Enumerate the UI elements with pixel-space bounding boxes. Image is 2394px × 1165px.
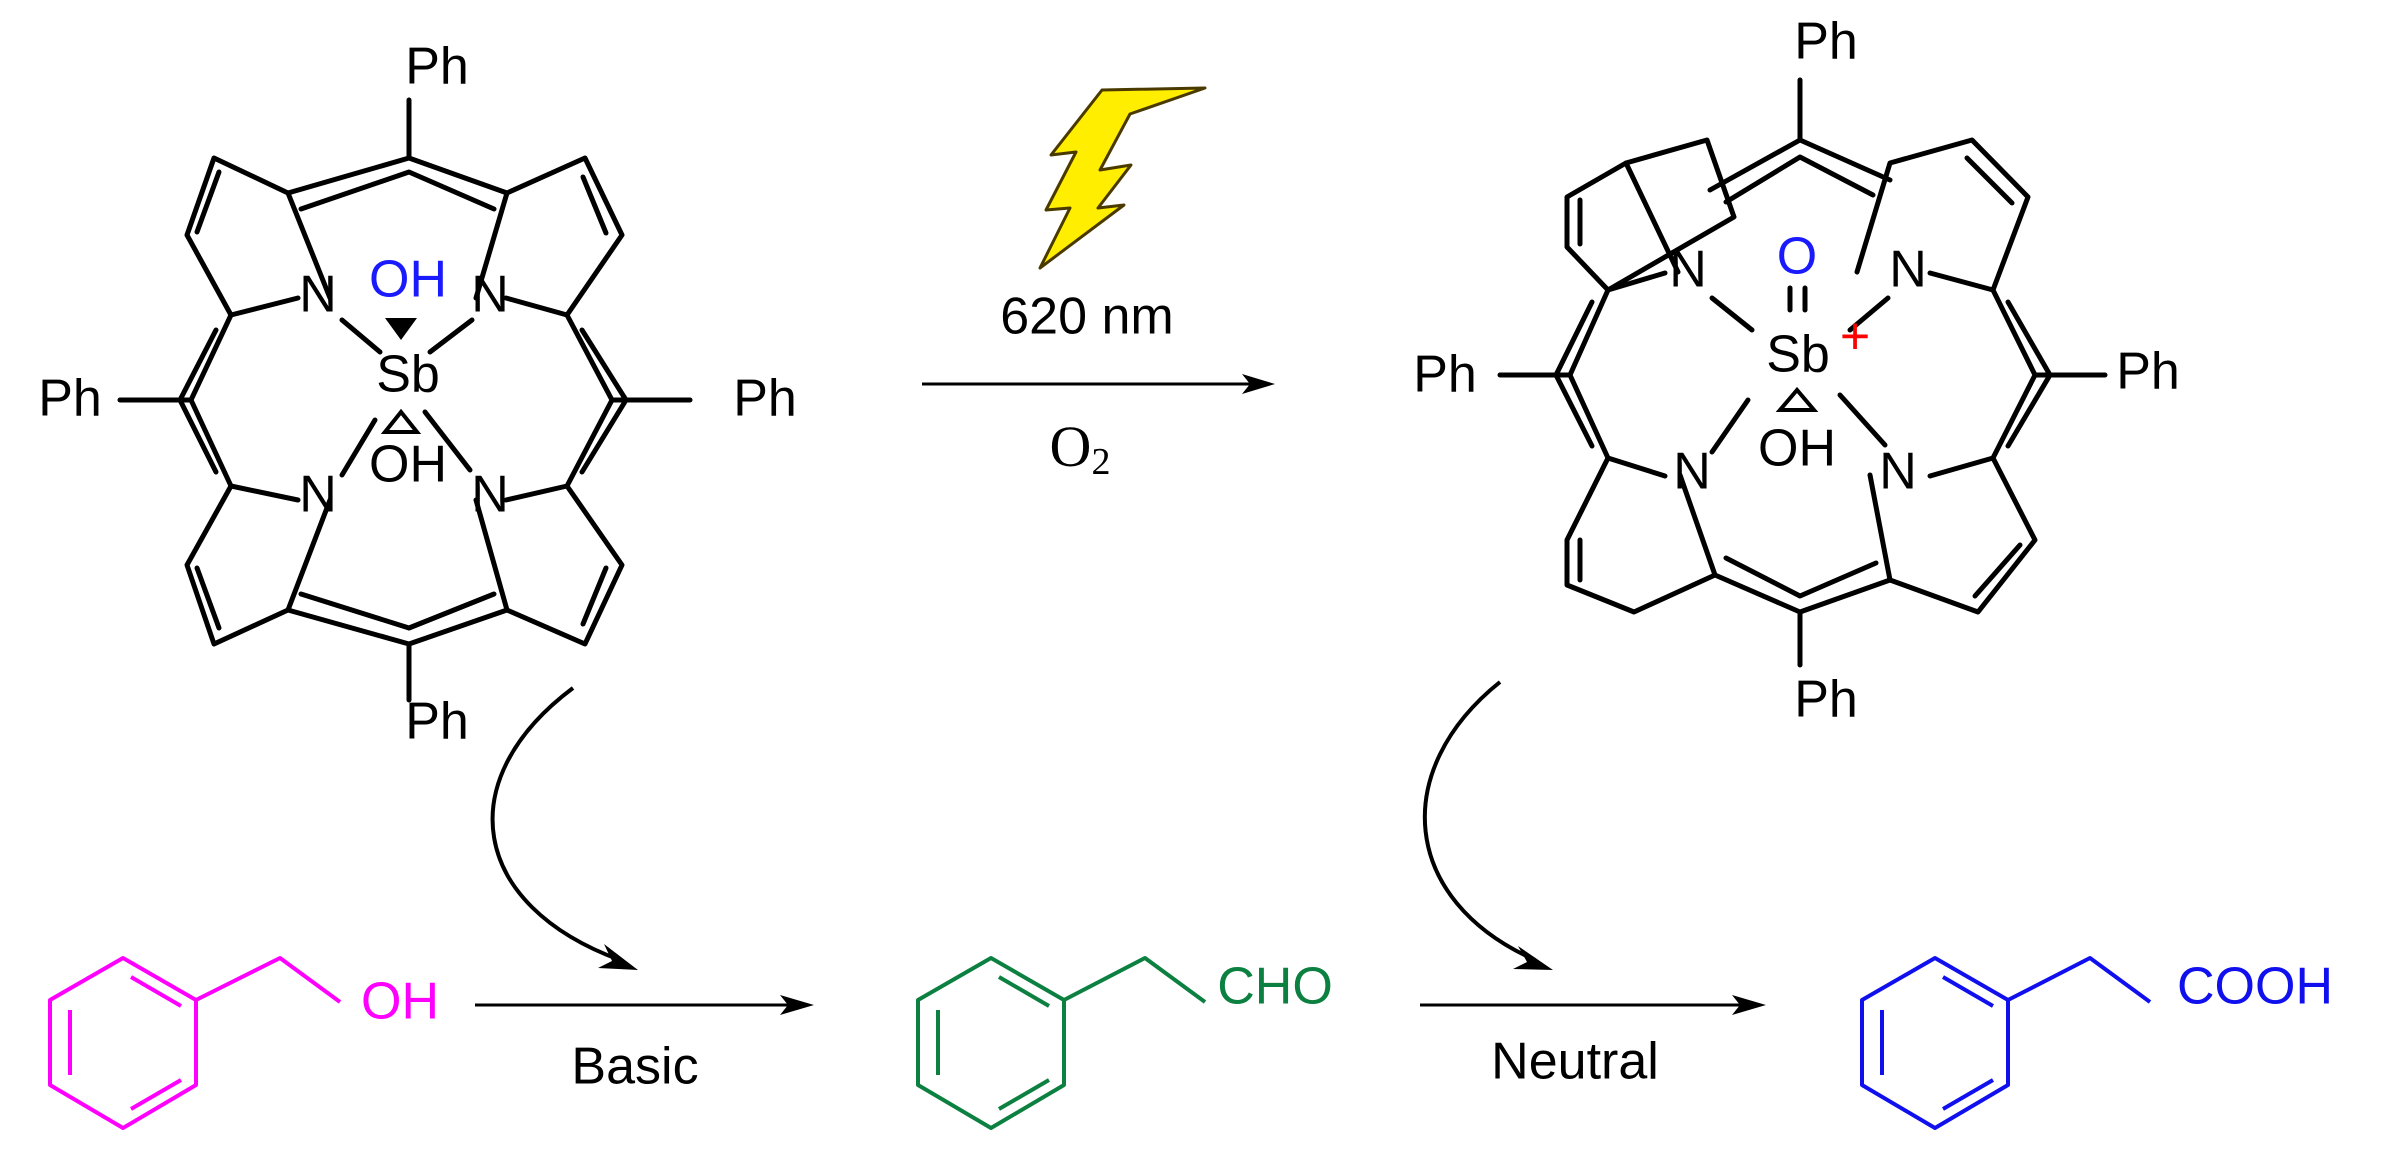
benzyl-alcohol-bonds (48, 956, 342, 1130)
left-nitrogen-top-left: N (299, 266, 337, 324)
product-label: COOH (2177, 958, 2333, 1016)
left-nitrogen-bottom-right: N (471, 466, 509, 524)
left-nitrogen-bottom-left: N (299, 466, 337, 524)
top-arrow-head (1242, 374, 1275, 394)
right-meso-left-label: Ph (1413, 346, 1477, 404)
left-meso-right-label: Ph (733, 370, 797, 428)
left-axial-top-label: OH (369, 251, 447, 309)
right-porphyrin-complex: Ph Ph Ph Ph N N N N Sb + O OH (1413, 13, 2180, 729)
left-axial-top-wedge (385, 318, 417, 340)
right-meso-bottom-label: Ph (1794, 671, 1858, 729)
right-nitrogen-bottom-right: N (1879, 443, 1917, 501)
right-meso-top-label: Ph (1794, 13, 1858, 71)
oxygen-reagent: O2 (1050, 414, 1111, 482)
right-axial-bottom-wedge (1775, 386, 1819, 412)
oxygen-reagent-main: O (1050, 414, 1092, 479)
left-axial-bottom-wedge (380, 408, 422, 434)
right-curved-arrow (1423, 680, 1553, 970)
oxygen-reagent-subscript: 2 (1091, 441, 1110, 483)
step1-arrow: Basic (475, 995, 814, 1096)
left-meso-left-label: Ph (38, 370, 102, 428)
right-nitrogen-top-right: N (1889, 241, 1927, 299)
right-charge-label: + (1840, 308, 1870, 366)
lightning-bolt-icon (1038, 86, 1207, 270)
intermediate-label: CHO (1217, 958, 1333, 1016)
left-metal-label: Sb (376, 346, 440, 404)
right-metal-label: Sb (1766, 326, 1830, 384)
top-reaction: 620 nm O2 (922, 86, 1275, 483)
phenylacetaldehyde-bonds (916, 956, 1207, 1130)
right-axial-bottom-label: OH (1758, 420, 1836, 478)
left-porphyrin-bonds (117, 97, 693, 703)
left-nitrogen-top-right: N (471, 266, 509, 324)
left-curved-arrow (490, 686, 638, 970)
phenylacetic-acid: COOH (1860, 956, 2333, 1130)
wavelength-label: 620 nm (1000, 288, 1173, 346)
substrate-label: OH (361, 973, 439, 1031)
right-nitrogen-bottom-left: N (1673, 443, 1711, 501)
left-porphyrin-complex: Ph Ph Ph Ph N N N N Sb OH OH (38, 38, 797, 751)
right-porphyrin-bonds (1497, 77, 2108, 668)
benzyl-alcohol: OH (48, 956, 439, 1130)
step2-condition-label: Neutral (1491, 1033, 1659, 1091)
step1-condition-label: Basic (571, 1038, 698, 1096)
left-meso-bottom-label: Ph (405, 693, 469, 751)
right-axial-top-label: O (1777, 228, 1817, 286)
left-axial-bottom-label: OH (369, 436, 447, 494)
step2-arrow: Neutral (1420, 995, 1766, 1091)
right-meso-right-label: Ph (2116, 343, 2180, 401)
right-nitrogen-top-left: N (1669, 241, 1707, 299)
left-meso-top-label: Ph (405, 38, 469, 96)
phenylacetaldehyde: CHO (916, 956, 1333, 1130)
phenylacetic-acid-bonds (1860, 956, 2152, 1130)
